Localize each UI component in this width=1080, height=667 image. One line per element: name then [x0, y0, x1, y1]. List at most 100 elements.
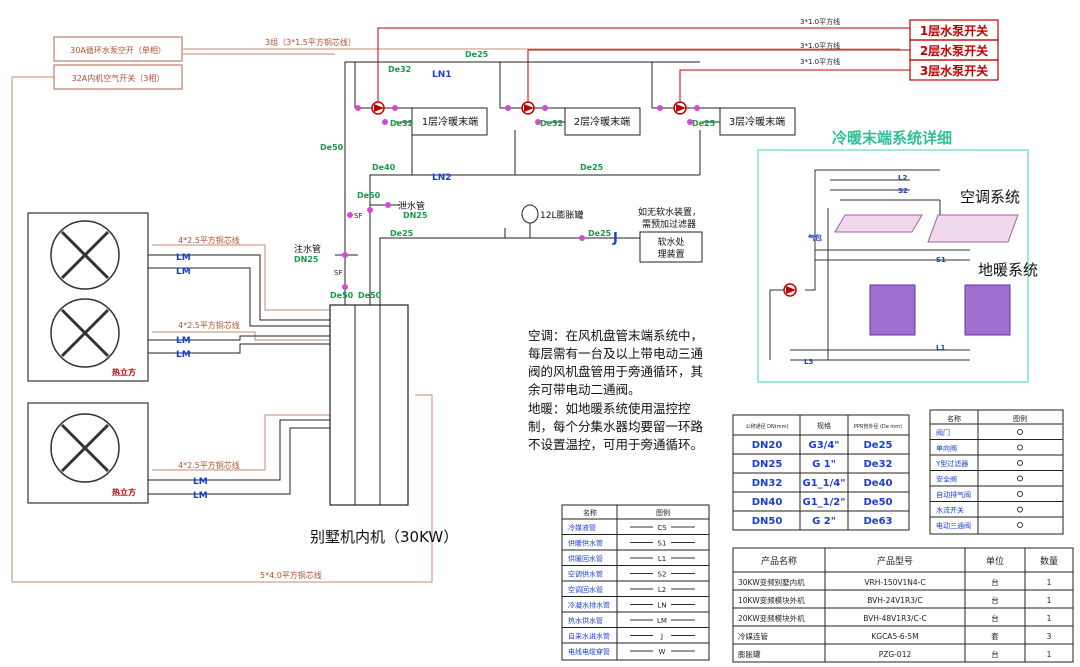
- product-table-cell: 台: [991, 613, 999, 623]
- legend-code: S2: [658, 571, 667, 579]
- power-wires: [11, 48, 900, 583]
- detail-l3-label: L3: [804, 358, 813, 366]
- sfv-label-1: SF: [354, 212, 362, 220]
- pipe-label-de32-top: De32: [388, 65, 411, 74]
- legend-code: W: [659, 648, 666, 656]
- legend-name: 空调供水管: [568, 570, 603, 579]
- symbol-name: Y型过滤器: [935, 459, 968, 468]
- product-table-cell: 套: [991, 631, 999, 641]
- unit1-wire-label: 4*2.5平方铜芯线: [178, 235, 240, 245]
- detail-s1-label: S1: [936, 256, 946, 264]
- legend-code-bg: [653, 522, 671, 531]
- legend-name: 冷媒液管: [568, 523, 596, 532]
- legend-code: S1: [658, 540, 667, 548]
- pipe-table-cell: G1_1/4": [803, 478, 846, 489]
- floor3-wire-label: 3*1.0平方线: [800, 57, 840, 66]
- product-table-cell: 10KW变频模块外机: [738, 595, 805, 605]
- pipe-table-cell: De32: [864, 459, 893, 470]
- legend-code-bg: [653, 537, 671, 547]
- floor3-terminal-label: 3层冷暖末端: [729, 115, 785, 128]
- floor-terminals: 1层冷暖末端 2层冷暖末端 3层冷暖末端: [411, 107, 796, 136]
- fan-coil-2: [927, 214, 1019, 243]
- symbol-name: 水流开关: [936, 506, 964, 515]
- legend-code: L1: [658, 555, 666, 563]
- floor3-switch-label: 3层水泵开关: [920, 63, 988, 78]
- unit2-wire-label: 4*2.5平方铜芯线: [178, 320, 240, 330]
- symbol-name: 安全阀: [936, 475, 957, 484]
- legend-name: 自来水进水管: [568, 632, 610, 641]
- pipe-label-ln1: LN1: [432, 70, 452, 80]
- product-table-cell: KGCA5-6-5M: [871, 632, 918, 641]
- product-table-cell: 1: [1047, 650, 1052, 659]
- fill-pipe-size: DN25: [294, 255, 319, 264]
- notes-block: 空调：在风机盘管末端系统中， 每层需有一台及以上带电动三通 阀的风机盘管用于旁通…: [528, 328, 704, 452]
- expansion-tank-label: 12L膨胀罐: [540, 209, 583, 221]
- legend-code: LN: [657, 602, 666, 610]
- note-line-7: 不设置温控，可用于旁通循环。: [528, 437, 703, 452]
- pipe-label-de40: De40: [372, 163, 396, 172]
- water-pipes: [335, 61, 720, 305]
- note-line-1: 空调：在风机盘管末端系统中，: [528, 328, 703, 343]
- bottom-wire-label: 5*4.0平方铜芯线: [260, 570, 322, 580]
- symbol-name: 自动排气阀: [936, 490, 971, 499]
- pipe-label-de50-a: De50: [320, 143, 344, 152]
- floor2-terminal-label: 2层冷暖末端: [574, 115, 630, 128]
- softener-note-line2: 需预加过滤器: [642, 218, 696, 230]
- product-table-cell: 30KW变频别墅内机: [738, 577, 805, 587]
- pipe-label-de25-mid: De25: [580, 163, 604, 172]
- symbol-glyph-icon: [1017, 522, 1023, 528]
- pipe-table-cell: De25: [864, 440, 893, 451]
- pipe-label-floor1: De32: [390, 119, 413, 128]
- sfv-label-2: SF: [334, 269, 342, 277]
- pipe-table-cell: DN20: [752, 440, 783, 451]
- floor1-terminal-label: 1层冷暖末端: [422, 115, 478, 128]
- symbol-glyph-icon: [1017, 506, 1023, 513]
- terminal-detail-panel: 冷暖末端系统详细 空调系统 地暖系统 L2 S2 S1 L1 L3 气包: [757, 129, 1038, 383]
- pipe-table-cell: G 1": [812, 459, 836, 470]
- product-table-header-2: 产品型号: [877, 555, 913, 567]
- pipe-table-cell: DN40: [752, 497, 783, 508]
- product-table-cell: BVH-24V1R3/C: [867, 596, 923, 605]
- manifold-1: [869, 284, 916, 336]
- floor-pump-switches: 1层水泵开关 2层水泵开关 3层水泵开关: [909, 19, 999, 81]
- manifold-2: [964, 284, 1011, 336]
- note-line-5: 地暖：如地暖系统使用温控控: [528, 401, 691, 416]
- pipe-table-cell: DN25: [752, 459, 783, 470]
- floor3-terminal: [719, 107, 796, 136]
- unit1-brand: 热立方: [112, 367, 136, 377]
- symbol-glyph-icon: [1017, 475, 1023, 482]
- fill-pipe-label: 注水管: [294, 243, 321, 255]
- pipe-label-de50-d: De50: [358, 291, 382, 300]
- floor2-wire-label: 3*1.0平方线: [800, 41, 840, 50]
- product-table-cell: 3: [1047, 632, 1052, 641]
- legend-code-bg: [653, 584, 671, 593]
- pump-breaker-label: 30A循环水泵空开（单相）: [70, 45, 166, 55]
- pipe-label-floor2: De32: [540, 119, 563, 128]
- pipe-table-header-3: PPR管外径 (De mm): [854, 423, 902, 430]
- legend-code-bg: [653, 646, 671, 655]
- softener-box-line1: 软水处: [657, 236, 684, 248]
- legend-code: CS: [657, 524, 667, 532]
- lm-label-1: LM: [176, 253, 191, 263]
- pipe-label-floor3: De25: [692, 119, 716, 128]
- legend-name: 空调回水管: [568, 585, 603, 594]
- symbol-glyph-icon: [1017, 444, 1023, 451]
- fan-coil-1: [834, 214, 923, 233]
- legend-code: LM: [657, 617, 667, 625]
- pipe-table-cell: G 2": [812, 516, 836, 527]
- lm-label-4: LM: [176, 350, 191, 360]
- unit2-brand: 热立方: [112, 487, 136, 497]
- top-wire-label: 3组（3*1.5平方铜芯线）: [265, 37, 356, 47]
- symbol-glyph-icon: [1017, 429, 1023, 435]
- pipe-label-de25-top: De25: [465, 50, 489, 59]
- legend-code-bg: [653, 630, 671, 640]
- product-table-cell: 1: [1047, 578, 1052, 587]
- drain-pipe-size: DN25: [403, 211, 428, 220]
- lm-label-2: LM: [176, 267, 191, 277]
- lm-label-5: LM: [193, 477, 208, 487]
- symbol-table-header-1: 名称: [947, 414, 961, 423]
- floor2-terminal: [564, 107, 641, 136]
- fan-icon: [50, 413, 120, 483]
- product-table-header-4: 数量: [1040, 555, 1058, 567]
